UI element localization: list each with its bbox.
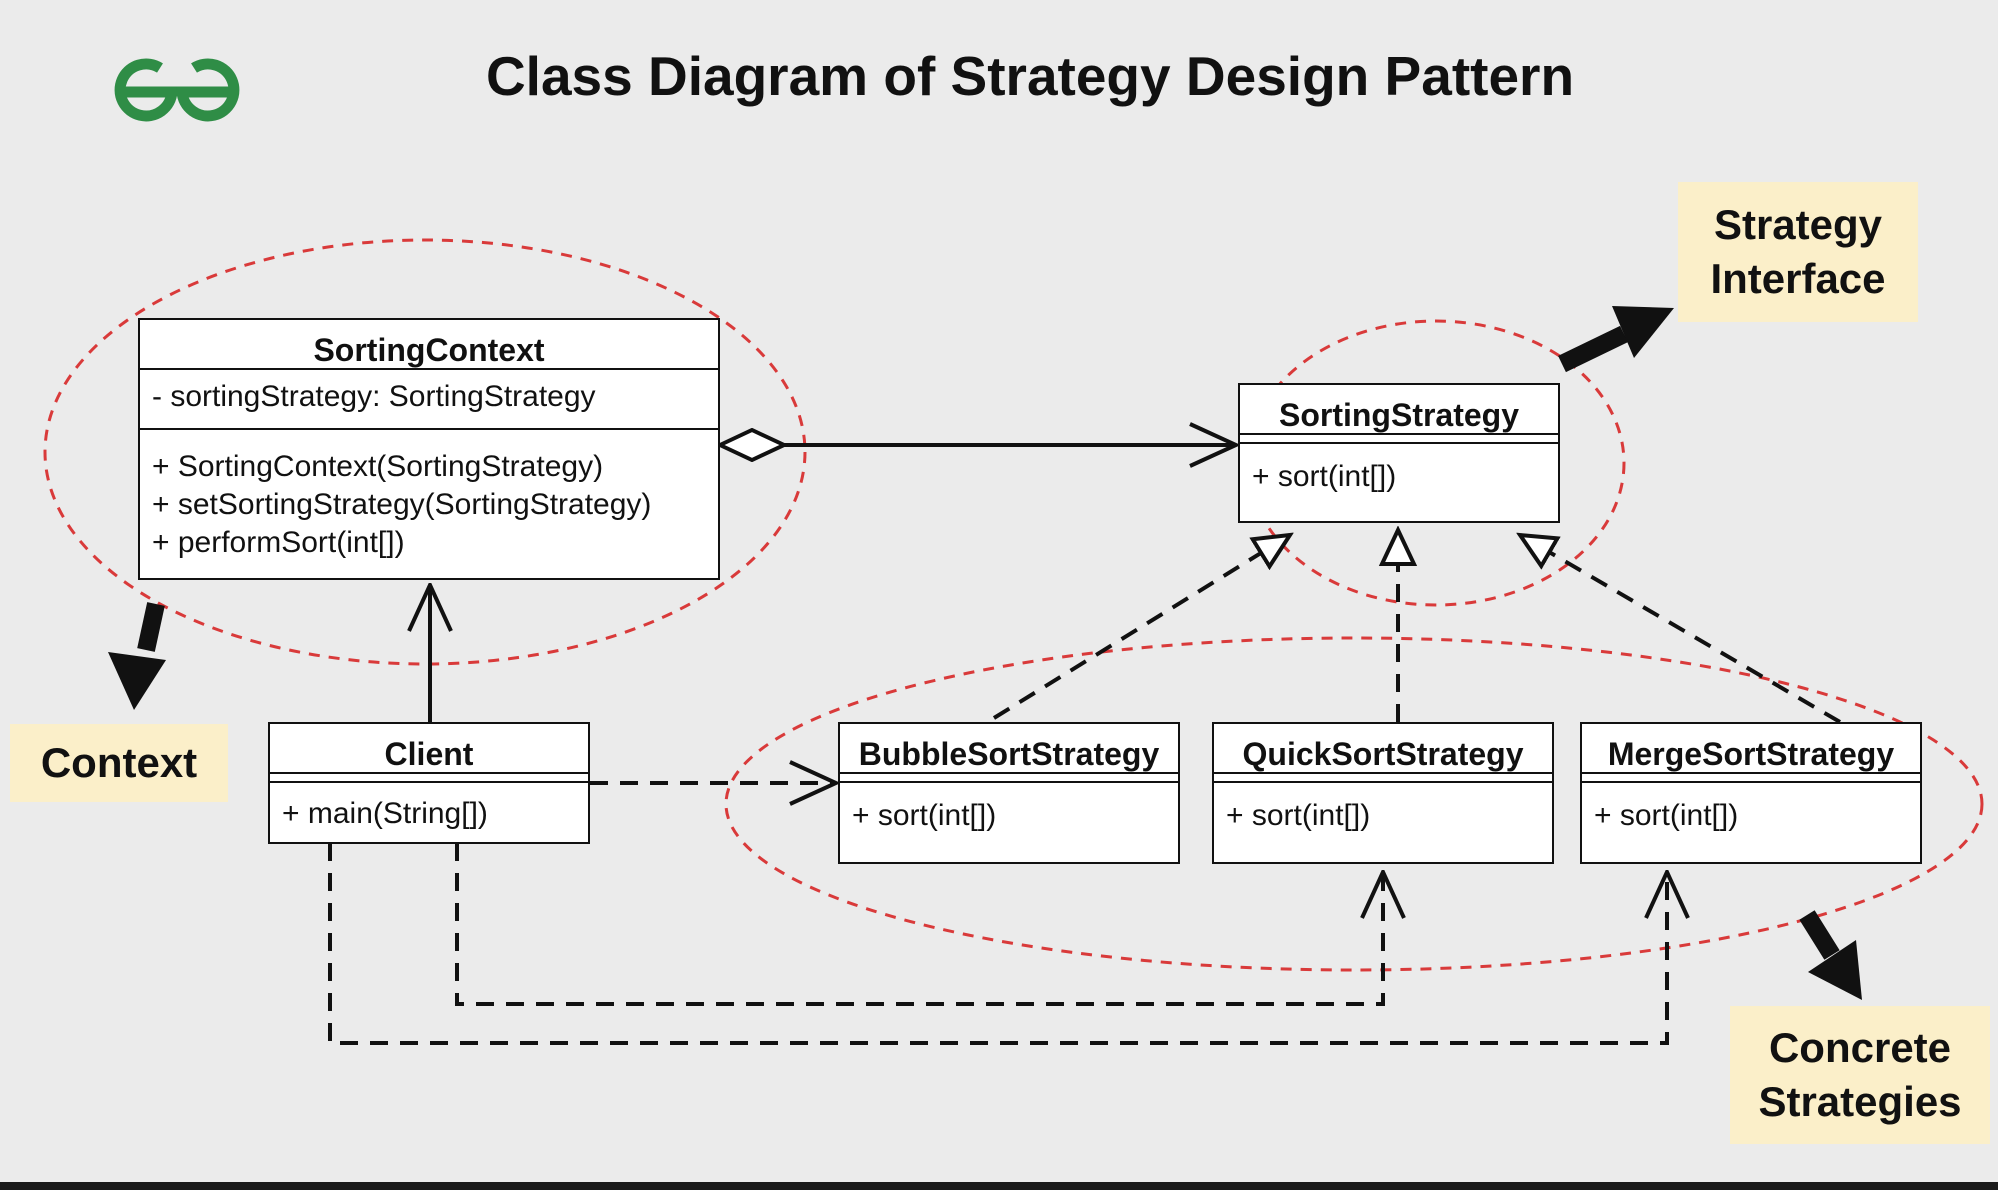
sorting-context-attribute: - sortingStrategy: SortingStrategy [152, 380, 596, 413]
sorting-context-operation: + performSort(int[]) [152, 526, 405, 559]
sorting-context-operation: + setSortingStrategy(SortingStrategy) [152, 488, 652, 521]
client-operation: + main(String[]) [282, 797, 488, 830]
client-class[interactable]: Client + main(String[]) [268, 722, 590, 844]
bubble-realization-connector [992, 535, 1290, 720]
merge-sort-strategy-class[interactable]: MergeSortStrategy + sort(int[]) [1580, 722, 1922, 864]
merge-sort-operation: + sort(int[]) [1594, 799, 1739, 832]
concrete-strategies-callout: Concrete Strategies [1730, 1006, 1990, 1144]
quick-sort-strategy-class[interactable]: QuickSortStrategy + sort(int[]) [1212, 722, 1554, 864]
concrete-group-outline [724, 636, 1984, 972]
quick-sort-class-name: QuickSortStrategy [1214, 724, 1552, 774]
concrete-pointer-arrow [1799, 910, 1862, 1000]
sorting-context-class[interactable]: SortingContext - sortingStrategy: Sortin… [138, 318, 720, 580]
context-pointer-arrow [108, 602, 166, 710]
client-class-name: Client [270, 724, 588, 774]
client-to-quick-dependency [455, 843, 1383, 1006]
sorting-context-operation: + SortingContext(SortingStrategy) [152, 450, 604, 483]
strategy-interface-pointer-arrow [1558, 306, 1674, 373]
sorting-strategy-interface-class[interactable]: SortingStrategy + sort(int[]) [1238, 383, 1560, 523]
bottom-edge-bar [0, 1182, 1998, 1190]
bubble-sort-class-name: BubbleSortStrategy [840, 724, 1178, 774]
bubble-sort-operation: + sort(int[]) [852, 799, 997, 832]
sorting-strategy-operation: + sort(int[]) [1252, 460, 1397, 493]
context-callout: Context [10, 724, 228, 802]
sorting-context-class-name: SortingContext [140, 320, 718, 370]
sorting-strategy-class-name: SortingStrategy [1240, 385, 1558, 435]
bubble-sort-strategy-class[interactable]: BubbleSortStrategy + sort(int[]) [838, 722, 1180, 864]
merge-realization-connector [1520, 535, 1842, 724]
client-to-merge-dependency [328, 843, 1667, 1045]
quick-sort-operation: + sort(int[]) [1226, 799, 1371, 832]
strategy-interface-callout: Strategy Interface [1678, 182, 1918, 322]
page-title: Class Diagram of Strategy Design Pattern [485, 45, 1575, 107]
geeksforgeeks-logo-icon [114, 58, 240, 122]
merge-sort-class-name: MergeSortStrategy [1582, 724, 1920, 774]
